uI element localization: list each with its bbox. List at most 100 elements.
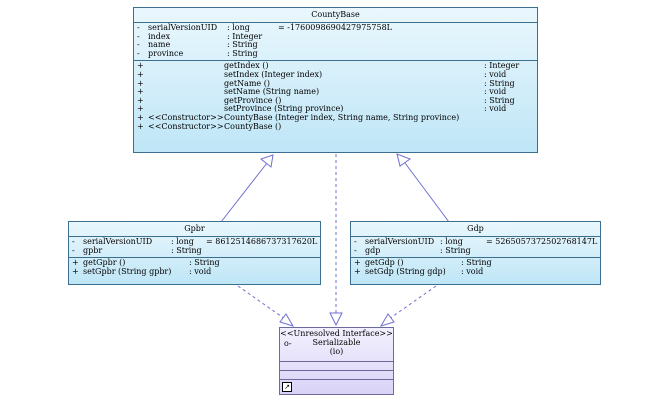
visibility-marker: + bbox=[137, 78, 144, 88]
method-return-type: : String bbox=[484, 78, 515, 88]
visibility-marker: - bbox=[137, 40, 140, 50]
method-signature: setProvince (String province) bbox=[224, 104, 344, 114]
interface-stereotype: <<Unresolved Interface>> bbox=[280, 329, 393, 338]
countybase-method-row: + setProvince (String province) : void bbox=[134, 105, 537, 114]
interface-package: (io) bbox=[329, 347, 344, 356]
countybase-method-row: + setIndex (Integer index) : void bbox=[134, 69, 537, 80]
countybase-attributes: - serialVersionUID : long = -17600986904… bbox=[134, 23, 537, 62]
interface-methods bbox=[280, 371, 393, 380]
visibility-marker: + bbox=[354, 266, 361, 276]
method-return-type: : String bbox=[189, 258, 220, 268]
method-return-type: : String bbox=[461, 258, 492, 268]
visibility-marker: + bbox=[137, 61, 144, 71]
gpbr-generalization-arrowhead bbox=[259, 154, 274, 168]
method-signature: setGpbr (String gpbr) bbox=[83, 266, 172, 276]
attribute-type: : String bbox=[227, 40, 258, 50]
gdp-attribute-row: - serialVersionUID : long = 526505737250… bbox=[351, 237, 600, 247]
gpbr-attributes: - serialVersionUID : long = 861251468673… bbox=[69, 237, 320, 259]
countybase-method-row: + getIndex () : Integer bbox=[134, 62, 537, 71]
method-return-type: : void bbox=[484, 69, 507, 79]
visibility-marker: + bbox=[137, 95, 144, 105]
gdp-realization-arrowhead bbox=[379, 313, 395, 327]
attribute-name: gpbr bbox=[83, 245, 103, 255]
gpbr-method-row: + setGpbr (String gpbr) : void bbox=[69, 266, 320, 277]
method-return-type: : Integer bbox=[484, 61, 520, 71]
gpbr-method-row: + getGpbr () : String bbox=[69, 259, 320, 268]
lollipop-icon: o- bbox=[284, 339, 292, 348]
visibility-marker: + bbox=[72, 266, 79, 276]
attribute-type: : Integer bbox=[227, 31, 263, 41]
visibility-marker: + bbox=[137, 121, 144, 131]
visibility-marker: - bbox=[137, 23, 140, 32]
attribute-type: : long bbox=[440, 237, 463, 246]
visibility-marker: + bbox=[137, 112, 144, 122]
visibility-marker: + bbox=[354, 258, 361, 268]
gpbr-attribute-row: - gpbr : String bbox=[69, 245, 320, 256]
visibility-marker: - bbox=[72, 237, 75, 246]
method-signature: CountyBase () bbox=[224, 121, 282, 131]
gpbr-class-name: Gpbr bbox=[69, 222, 320, 237]
visibility-marker: - bbox=[137, 31, 140, 41]
interface-attributes bbox=[280, 362, 393, 371]
method-signature: setIndex (Integer index) bbox=[224, 69, 323, 79]
attribute-type: : String bbox=[171, 245, 202, 255]
visibility-marker: - bbox=[354, 237, 357, 246]
gpbr-realization-arrowhead bbox=[279, 313, 295, 327]
method-signature: setName (String name) bbox=[224, 87, 320, 97]
gdp-method-row: + getGdp () : String bbox=[351, 259, 600, 268]
method-return-type: : void bbox=[461, 266, 484, 276]
method-return-type: : void bbox=[189, 266, 212, 276]
countybase-attribute-row: - name : String bbox=[134, 41, 537, 50]
attribute-type: : long bbox=[171, 237, 194, 246]
attribute-name: index bbox=[148, 31, 171, 41]
gpbr-attribute-row: - serialVersionUID : long = 861251468673… bbox=[69, 237, 320, 247]
attribute-name: province bbox=[148, 48, 184, 58]
visibility-marker: - bbox=[72, 245, 75, 255]
countybase-method-row: + <<Constructor>> CountyBase () bbox=[134, 121, 537, 132]
attribute-type: : long bbox=[227, 23, 250, 32]
method-signature: getProvince () bbox=[224, 95, 282, 105]
attribute-value: = -1760098690427975758L bbox=[278, 23, 392, 32]
gdp-class-name: Gdp bbox=[351, 222, 600, 237]
visibility-marker: + bbox=[137, 104, 144, 114]
gpbr-generalization-line bbox=[220, 162, 268, 223]
attribute-name: serialVersionUID bbox=[148, 23, 218, 32]
method-return-type: : void bbox=[484, 87, 507, 97]
method-signature: setGdp (String gdp) bbox=[365, 266, 446, 276]
gdp-class[interactable]: Gdp - serialVersionUID : long = 52650573… bbox=[350, 221, 601, 285]
attribute-type: : String bbox=[227, 48, 258, 58]
gdp-attribute-row: - gdp : String bbox=[351, 245, 600, 256]
method-signature: getIndex () bbox=[224, 61, 269, 71]
attribute-name: name bbox=[148, 40, 171, 50]
countybase-class[interactable]: CountyBase - serialVersionUID : long = -… bbox=[133, 7, 538, 153]
attribute-type: : String bbox=[440, 245, 471, 255]
serializable-interface[interactable]: <<Unresolved Interface>> o- Serializable… bbox=[279, 327, 394, 395]
countybase-method-row: + setName (String name) : void bbox=[134, 88, 537, 97]
countybase-attribute-row: - province : String bbox=[134, 48, 537, 59]
attribute-value: = 8612514686737317620L bbox=[206, 237, 318, 246]
attribute-name: serialVersionUID bbox=[365, 237, 435, 246]
gdp-generalization-line bbox=[404, 162, 450, 223]
method-signature: getGpbr () bbox=[83, 258, 126, 268]
method-stereotype: <<Constructor>> bbox=[148, 112, 224, 122]
shortcut-arrow-icon[interactable]: ↗ bbox=[282, 382, 292, 392]
gpbr-class[interactable]: Gpbr - serialVersionUID : long = 8612514… bbox=[68, 221, 321, 285]
countybase-class-name: CountyBase bbox=[134, 8, 537, 23]
countybase-method-row: + getProvince () : String bbox=[134, 95, 537, 106]
attribute-name: serialVersionUID bbox=[83, 237, 153, 246]
method-return-type: : String bbox=[484, 95, 515, 105]
visibility-marker: - bbox=[354, 245, 357, 255]
countybase-method-row: + getName () : String bbox=[134, 78, 537, 89]
gpbr-methods: + getGpbr () : String + setGpbr (String … bbox=[69, 258, 320, 278]
countybase-method-row: + <<Constructor>> CountyBase (Integer in… bbox=[134, 112, 537, 123]
gpbr-realization-line bbox=[237, 285, 286, 320]
gdp-generalization-arrowhead bbox=[396, 153, 412, 167]
visibility-marker: + bbox=[137, 69, 144, 79]
gdp-methods: + getGdp () : String + setGdp (String gd… bbox=[351, 258, 600, 278]
countybase-attribute-row: - serialVersionUID : long = -17600986904… bbox=[134, 23, 537, 33]
method-signature: getGdp () bbox=[365, 258, 404, 268]
gdp-method-row: + setGdp (String gdp) : void bbox=[351, 266, 600, 277]
attribute-value: = 5265057372502768147L bbox=[486, 237, 598, 246]
interface-name: Serializable bbox=[312, 338, 361, 347]
